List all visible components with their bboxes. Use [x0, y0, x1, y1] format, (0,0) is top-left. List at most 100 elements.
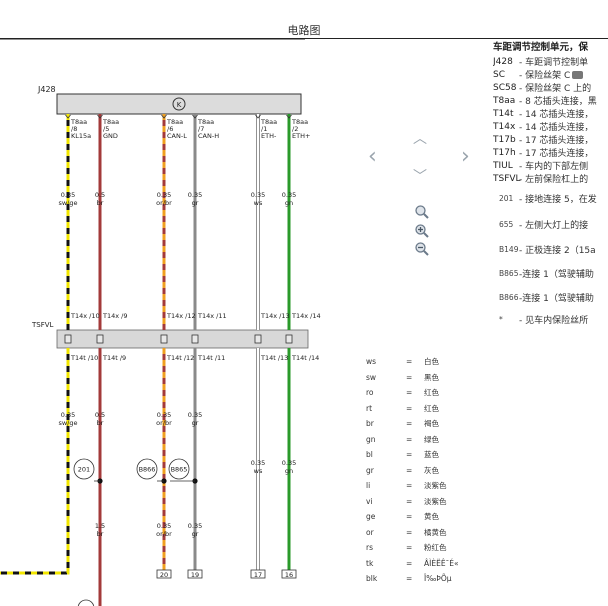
- legend-description: -连接 1（驾驶辅助: [519, 269, 594, 280]
- splice-circle[interactable]: [168, 458, 190, 480]
- color-abbr: vi: [366, 496, 373, 506]
- pin-t14x-label: T14x /13: [260, 312, 290, 320]
- legend-description: - 左前保险杠上的: [519, 175, 589, 185]
- pin-t14t-label: T14t /14: [291, 354, 319, 362]
- legend-row: T8aa- 8 芯插头连接，黑: [493, 94, 608, 108]
- legend-code: J428: [493, 56, 513, 67]
- wire-ref-label: 17: [254, 571, 262, 579]
- wire-size-label: 0.35: [61, 191, 75, 199]
- wire-color-label: or/br: [156, 419, 172, 427]
- pin-arrow-icon: [97, 114, 103, 119]
- equals-sign: =: [406, 558, 413, 568]
- splice-label: B865: [171, 466, 188, 474]
- wire-ref-box[interactable]: [156, 569, 172, 579]
- wire-ref-box[interactable]: [250, 569, 266, 579]
- color-abbr: bl: [366, 450, 373, 460]
- zoom-out-icon[interactable]: [414, 241, 430, 257]
- legend-row: 655- 左侧大灯上的接: [493, 211, 608, 237]
- color-name: 褐色: [424, 419, 439, 429]
- splice-label: B866: [139, 466, 156, 474]
- page-title: 电路图: [287, 24, 321, 37]
- legend-code: B865: [499, 268, 519, 278]
- legend-row: TIUL- 车内的下部左侧: [493, 159, 608, 173]
- pin-t14t-label: T14t /13: [260, 354, 288, 362]
- pin-signal-label: GND: [103, 132, 118, 140]
- color-key-row: vi=淡紫色: [366, 494, 459, 510]
- nav-down-icon[interactable]: ﹀: [413, 169, 427, 185]
- legend-description: - 左侧大灯上的接: [519, 220, 589, 231]
- connector-pin: [254, 334, 262, 344]
- wire-color-label: sw/ge: [58, 199, 77, 207]
- wire-color-label: sw/ge: [58, 419, 77, 427]
- pin-t14t-label: T14t /11: [197, 354, 225, 362]
- color-key-row: tk=ÂÌÈËÊ¯É«: [366, 556, 459, 572]
- connector-pin: [64, 334, 72, 344]
- legend-row: T17h- 17 芯插头连接，: [493, 146, 608, 160]
- equals-sign: =: [406, 434, 413, 444]
- equals-sign: =: [406, 496, 413, 506]
- pin-t14x-label: T14x /14: [291, 312, 321, 320]
- pin-signal-label: CAN-L: [167, 132, 187, 140]
- splice-circle[interactable]: [73, 458, 95, 480]
- pin-connector-label: T8aa: [102, 118, 119, 126]
- equals-sign: =: [406, 357, 413, 367]
- legend-code: T14t: [493, 108, 514, 119]
- connector-pin: [96, 334, 104, 344]
- legend-row: T17b- 17 芯插头连接，: [493, 133, 608, 147]
- color-name: 橘黄色: [424, 527, 447, 537]
- legend-description: - 14 芯插头连接，: [519, 110, 594, 120]
- legend-description: - 保险丝架 C: [519, 71, 571, 81]
- color-name: ÂÌÈËÊ¯É«: [424, 558, 459, 568]
- wire-ref-label: 16: [285, 571, 293, 579]
- color-key-row: or=橘黄色: [366, 525, 459, 541]
- legend-code: T14x: [493, 121, 516, 132]
- color-abbr: ws: [366, 357, 377, 367]
- pin-signal-label: ETH+: [292, 132, 310, 140]
- legend-description: - 正极连接 2（15a: [519, 245, 596, 256]
- pin-connector-label: T8aa: [291, 118, 308, 126]
- equals-sign: =: [406, 419, 413, 429]
- legend-code: SC58: [493, 82, 517, 93]
- color-name: 白色: [424, 357, 439, 367]
- legend-code: SC: [493, 69, 505, 80]
- color-name: 灰色: [424, 465, 439, 475]
- wire-color-label: gn: [285, 467, 293, 475]
- wire-color-label: or/br: [156, 530, 172, 538]
- wire-ref-box[interactable]: [187, 569, 203, 579]
- color-key-row: blk=Î‰ÞÕµ: [366, 571, 459, 587]
- wire-size-label: 0.35: [188, 522, 202, 530]
- splice-circle[interactable]: [136, 458, 158, 480]
- wire-ref-box[interactable]: [281, 569, 297, 579]
- color-abbr: or: [366, 527, 374, 537]
- zoom-fit-icon[interactable]: [414, 204, 430, 220]
- nav-right-icon[interactable]: ›: [461, 144, 470, 169]
- bottom-left-wire: [0, 520, 70, 575]
- wire-color-label: gr: [192, 419, 199, 427]
- wire-size-label: 0.35: [282, 191, 296, 199]
- legend-row: SC - 保险丝架 C: [493, 68, 608, 81]
- legend-heading: 车距调节控制单元，保: [493, 42, 589, 53]
- color-abbr: gr: [366, 465, 374, 475]
- legend-description: - 接地连接 5，在发: [519, 194, 597, 205]
- zoom-in-icon[interactable]: [414, 223, 430, 239]
- color-abbr: br: [366, 419, 374, 429]
- legend-description: -连接 1（驾驶辅助: [519, 293, 594, 304]
- wire-color-label: gn: [285, 199, 293, 207]
- wire-size-label: 0.35: [157, 522, 171, 530]
- pin-arrow-icon: [161, 114, 167, 119]
- pin-t14x-label: T14x /9: [102, 312, 127, 320]
- wire-ref-label: 20: [160, 571, 168, 579]
- legend-row: 201- 接地连接 5，在发: [493, 185, 608, 211]
- wire-size-label: 0.5: [95, 191, 105, 199]
- nav-up-icon[interactable]: ︿: [413, 131, 427, 147]
- color-key-row: sw=黑色: [366, 370, 459, 386]
- pin-connector-label: T8aa: [197, 118, 214, 126]
- wire-color-label: ws: [254, 467, 263, 475]
- color-key-row: li=淡紫色: [366, 478, 459, 494]
- legend-description: - 车内的下部左侧: [519, 162, 589, 172]
- camera-icon[interactable]: [572, 70, 584, 79]
- nav-left-icon[interactable]: ‹: [368, 144, 377, 169]
- color-key-row: gr=灰色: [366, 463, 459, 479]
